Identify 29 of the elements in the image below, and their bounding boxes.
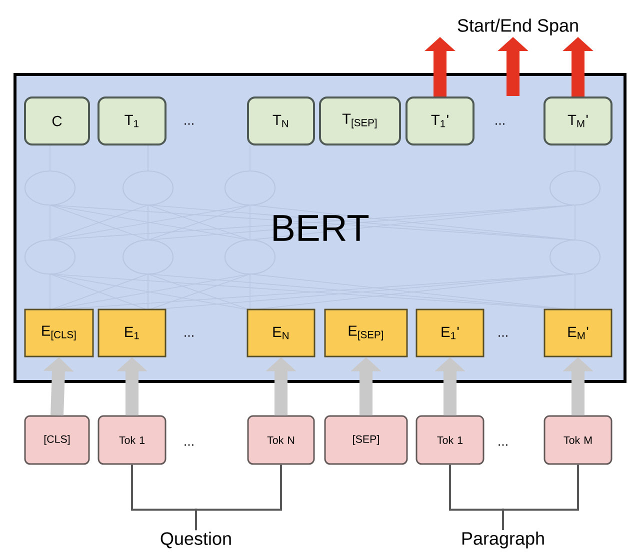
output-box: C	[24, 96, 90, 146]
output-box: T$_{1}$	[98, 96, 166, 146]
bracket-line	[502, 464, 579, 530]
token-box: Tok 1	[98, 415, 166, 465]
embedding-box: E$_{N}$	[246, 308, 316, 358]
ellipsis-text: ...	[498, 335, 508, 337]
token-box: [SEP]	[324, 415, 408, 465]
output-box: T$_{M}$'	[544, 96, 612, 146]
ellipsis-text: ...	[184, 444, 194, 446]
embedding-box: E$_{1}$'	[416, 308, 484, 358]
embedding-box: E$_{[SEP]}$	[324, 308, 408, 358]
ellipsis-text: ...	[184, 335, 194, 337]
bracket-line	[195, 464, 282, 530]
token-box: Tok N	[247, 415, 315, 465]
caption-text: Question	[160, 532, 231, 548]
embedding-box: E$_{1}$	[98, 308, 166, 358]
output-box: T$_{1}$'	[406, 96, 474, 146]
ellipsis-text: ...	[184, 123, 194, 125]
caption-text: Start/End Span	[458, 18, 578, 36]
ellipsis-text: ...	[496, 123, 504, 125]
token-box: Tok M	[544, 415, 612, 465]
embedding-box: E$_{M}$'	[544, 308, 612, 358]
embedding-box: E$_{[CLS]}$	[24, 308, 94, 358]
token-box: Tok 1	[416, 415, 484, 465]
caption-text: Paragraph	[462, 532, 544, 548]
output-box: T$_{N}$	[247, 96, 315, 146]
output-box: T$_{[SEP]}$	[319, 96, 401, 146]
token-box: [CLS]	[24, 415, 90, 465]
ellipsis-text: ...	[498, 444, 508, 446]
